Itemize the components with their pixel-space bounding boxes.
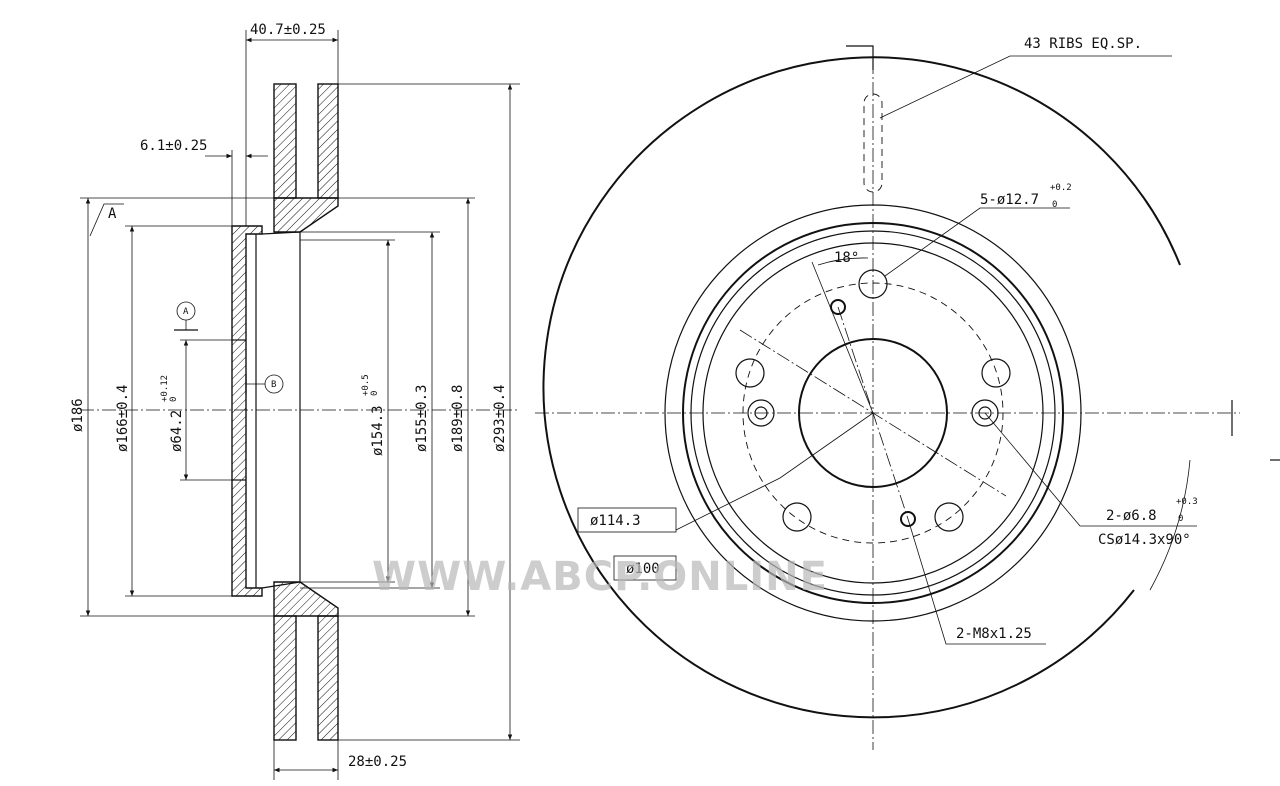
pin-holes-label: 2-ø6.8 (1106, 508, 1157, 524)
total-width-label: 40.7±0.25 (250, 22, 326, 38)
section-view (80, 30, 520, 780)
bolt-hole-2 (981, 358, 1011, 388)
d166-label: ø166±0.4 (115, 385, 131, 452)
holes-tol-upper: +0.2 (1050, 183, 1072, 193)
datum-b-label: B (271, 380, 276, 390)
outer-edge (542, 56, 1181, 719)
outer-edge-break (1149, 459, 1191, 591)
flange-thickness-label: 6.1±0.25 (140, 138, 207, 154)
front-view (535, 45, 1280, 750)
bolt-hole-3 (934, 502, 964, 532)
section-labels: 40.7±0.25 6.1±0.25 28±0.25 A A B ø186 ø1… (70, 22, 508, 770)
front-labels: 43 RIBS EQ.SP. 5-ø12.7 +0.2 0 18° ø114.3… (590, 36, 1198, 642)
d154-tol-lower: 0 (370, 391, 380, 396)
angle-label: 18° (834, 250, 859, 266)
disc-thickness-label: 28±0.25 (348, 754, 407, 770)
neck-top (273, 197, 339, 233)
bolt-hole-5 (735, 358, 765, 388)
threads-label: 2-M8x1.25 (956, 626, 1032, 642)
thread-hole-1 (830, 299, 846, 315)
pilot-box (613, 555, 677, 581)
d155-label: ø155±0.3 (414, 385, 430, 452)
watermark: WWW.ABCP.ONLINE (372, 554, 828, 600)
holes-tol-lower: 0 (1052, 200, 1057, 210)
ribs-label: 43 RIBS EQ.SP. (1024, 36, 1142, 52)
datum-a-label: A (183, 307, 189, 317)
d64-tol-upper: +0.12 (160, 375, 170, 402)
pin-holes-tol-upper: +0.3 (1176, 497, 1198, 507)
holes-label: 5-ø12.7 (980, 192, 1039, 208)
d64-tol-lower: 0 (169, 397, 179, 402)
surface-mark-label: A (108, 206, 117, 222)
inner-ring-top (317, 83, 339, 199)
d189-label: ø189±0.8 (450, 385, 466, 452)
d186-label: ø186 (70, 398, 86, 432)
pin-holes-tol-lower: 0 (1178, 514, 1183, 524)
d64-label: ø64.2 (169, 410, 185, 452)
pcd-box (577, 507, 677, 533)
neck-bottom (273, 581, 339, 617)
outer-ring-top (273, 83, 297, 199)
pilot-label: ø100 (626, 561, 660, 577)
d293-label: ø293±0.4 (492, 385, 508, 452)
d154-label: ø154.3 (370, 405, 386, 456)
inner-ring-bottom (317, 615, 339, 741)
countersink-label: CSø14.3x90° (1098, 532, 1191, 548)
hat-flange (231, 225, 263, 597)
thread-hole-2 (900, 511, 916, 527)
pcd-label: ø114.3 (590, 513, 641, 529)
d154-tol-upper: +0.5 (361, 374, 371, 396)
outer-ring-bottom (273, 615, 297, 741)
bolt-hole-4 (782, 502, 812, 532)
